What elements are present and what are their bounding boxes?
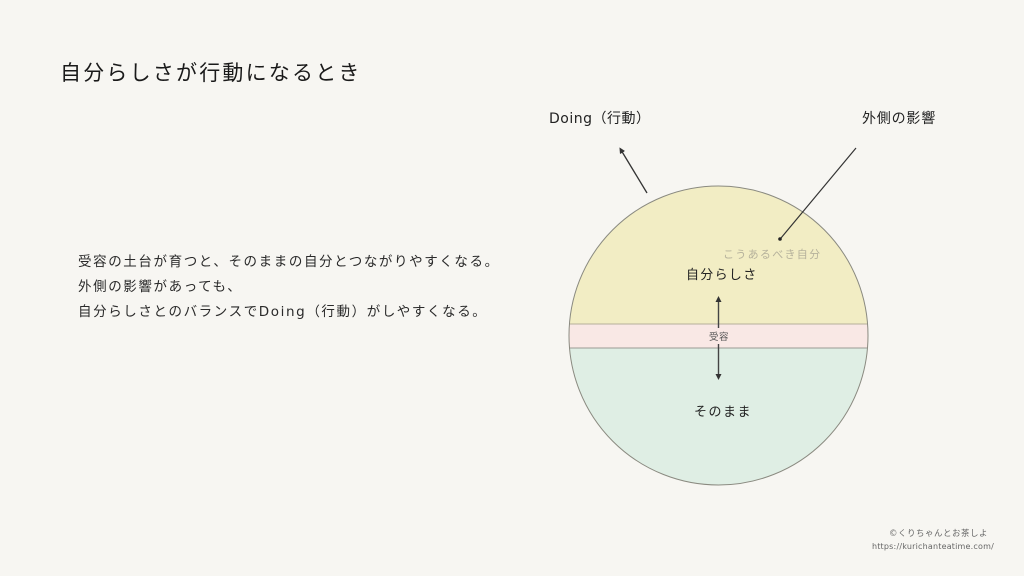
external-influence-arrow-icon (780, 147, 857, 239)
external-influence-label: 外側の影響 (862, 111, 936, 127)
credit-url: https://kurichanteatime.com/ (871, 542, 994, 551)
slide-title: 自分らしさが行動になるとき (60, 61, 362, 85)
credit: ©くりちゃんとお茶しよ https://kurichanteatime.com/ (872, 528, 994, 553)
doing-arrow-icon (619, 147, 648, 194)
ideal-self-label: こうあるべき自分 (723, 248, 822, 261)
acceptance-label: 受容 (709, 332, 730, 343)
external-influence-dot-icon (778, 237, 782, 241)
credit-name: ©くりちゃんとお茶しよ (888, 529, 988, 539)
circle-outline (568, 185, 869, 486)
body-text: 受容の土台が育つと、そのままの自分とつながりやすくなる。 外側の影響があっても、… (78, 250, 500, 325)
authentic-self-label: 自分らしさ (686, 268, 758, 283)
body-line-1: 受容の土台が育つと、そのままの自分とつながりやすくなる。 (78, 254, 500, 270)
upper-region-authentic-self (569, 186, 868, 324)
body-line-3: 自分らしさとのバランスでDoing（行動）がしやすくなる。 (78, 304, 488, 320)
doing-label: Doing（行動） (549, 111, 651, 127)
lower-region-as-is (569, 348, 868, 485)
body-line-2: 外側の影響があっても、 (78, 279, 243, 295)
as-is-label: そのまま (694, 405, 753, 420)
